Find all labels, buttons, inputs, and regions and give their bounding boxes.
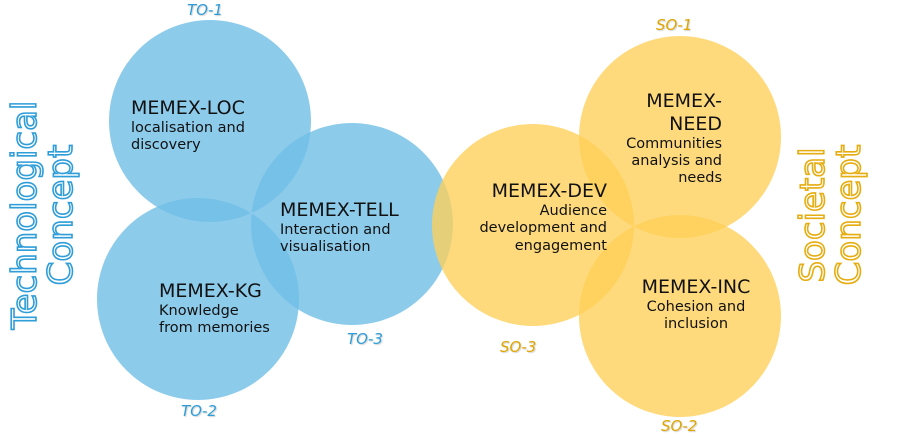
tag-to-2: TO-2 bbox=[181, 402, 217, 420]
circle-so-2-title: MEMEX-INC bbox=[641, 276, 751, 298]
circle-to-1-subtitle-1: localisation and bbox=[131, 119, 245, 136]
circle-so-1-text: MEMEX- NEED Communities analysis and nee… bbox=[600, 90, 722, 188]
circle-to-2-title: MEMEX-KG bbox=[159, 280, 262, 302]
societal-concept-label: Societal Concept bbox=[792, 130, 870, 300]
circle-so-3-text: MEMEX-DEV Audience development and engag… bbox=[460, 180, 607, 255]
societal-label-line-1: Societal bbox=[792, 147, 834, 284]
circle-to-1-subtitle-2: discovery bbox=[131, 137, 201, 154]
circle-to-2-subtitle-1: Knowledge bbox=[159, 302, 239, 319]
circle-so-2 bbox=[579, 215, 781, 417]
tag-so-3: SO-3 bbox=[500, 338, 537, 356]
technological-label-line-1: Technological bbox=[4, 100, 46, 330]
circle-so-3-subtitle-2: development and bbox=[479, 220, 607, 237]
societal-label-line-2: Concept bbox=[828, 144, 870, 286]
technological-concept-label: Technological Concept bbox=[4, 100, 82, 330]
circle-to-1-title: MEMEX-LOC bbox=[131, 97, 245, 119]
tag-to-3: TO-3 bbox=[347, 330, 383, 348]
circle-to-2-subtitle-2: from memories bbox=[159, 320, 270, 337]
circle-to-3-subtitle-2: visualisation bbox=[280, 239, 371, 256]
circle-to-3-text: MEMEX-TELL Interaction and visualisation bbox=[280, 199, 399, 257]
tag-so-2: SO-2 bbox=[661, 417, 698, 435]
circle-so-1-title-2: NEED bbox=[669, 112, 722, 135]
circle-to-3 bbox=[251, 123, 453, 325]
circle-so-1-subtitle-1: Communities bbox=[626, 135, 722, 152]
circle-so-3-title: MEMEX-DEV bbox=[491, 180, 607, 202]
tag-to-1: TO-1 bbox=[187, 1, 223, 19]
circle-so-1-subtitle-3: needs bbox=[678, 170, 722, 187]
circle-to-2-text: MEMEX-KG Knowledge from memories bbox=[159, 280, 270, 338]
circle-so-3-subtitle-3: engagement bbox=[514, 237, 607, 254]
circle-so-3-subtitle-1: Audience bbox=[539, 202, 607, 219]
technological-label-line-2: Concept bbox=[40, 144, 82, 286]
circle-so-1-subtitle-2: analysis and bbox=[631, 152, 722, 169]
circle-to-3-title: MEMEX-TELL bbox=[280, 199, 399, 221]
circle-so-1 bbox=[579, 36, 781, 238]
circle-so-2-subtitle-1: Cohesion and bbox=[646, 298, 746, 315]
tag-so-1: SO-1 bbox=[656, 16, 693, 34]
circle-so-2-subtitle-2: inclusion bbox=[663, 316, 729, 333]
circle-to-1-text: MEMEX-LOC localisation and discovery bbox=[131, 97, 245, 155]
circle-so-2-text: MEMEX-INC Cohesion and inclusion bbox=[632, 276, 760, 334]
circle-so-1-title-1: MEMEX- bbox=[646, 90, 722, 112]
circle-to-3-subtitle-1: Interaction and bbox=[280, 221, 391, 238]
